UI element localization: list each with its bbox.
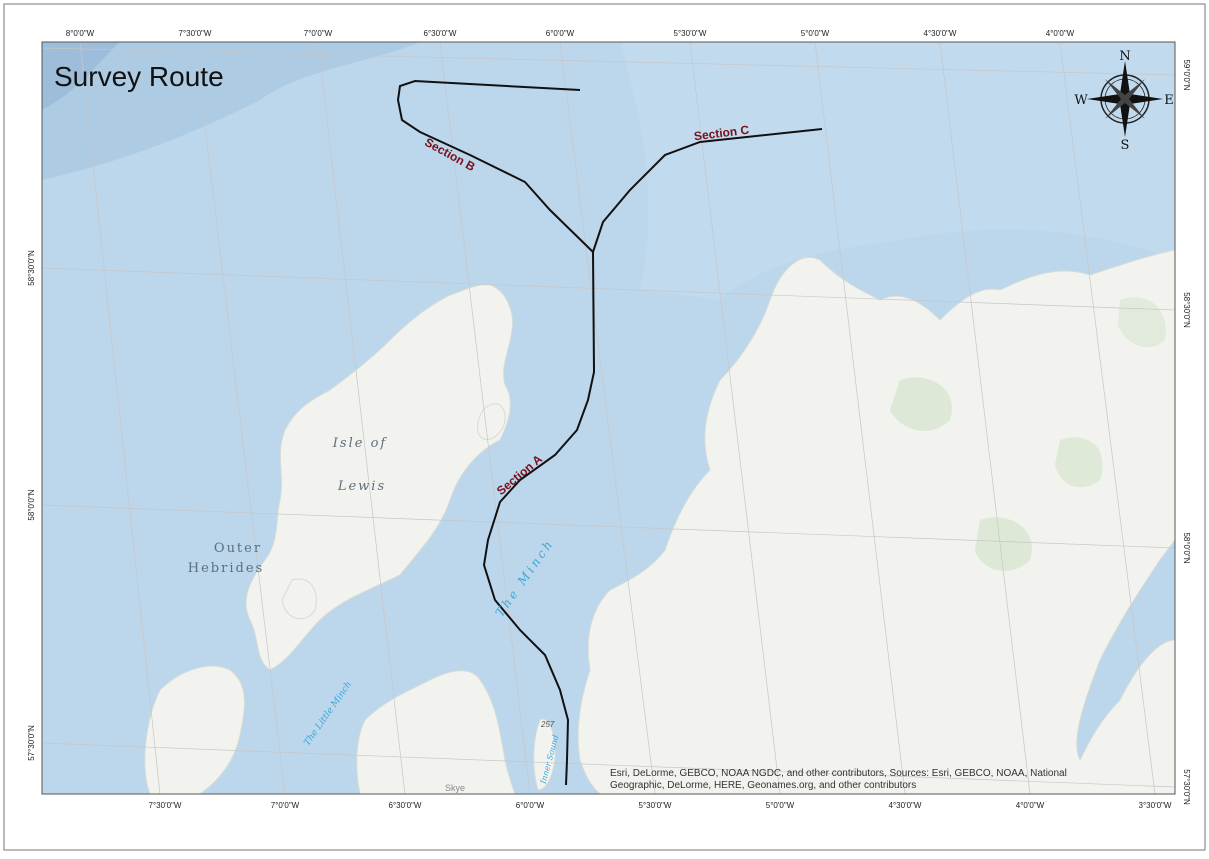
right-tick: 59°0'0"N <box>1182 59 1191 90</box>
bottom-tick: 4°0'0"W <box>1016 801 1045 810</box>
top-tick-labels: 8°0'0"W 7°30'0"W 7°0'0"W 6°30'0"W 6°0'0"… <box>66 29 1075 38</box>
section-c-label: Section C <box>693 123 750 144</box>
top-tick: 8°0'0"W <box>66 29 95 38</box>
map-canvas[interactable]: Section B Section C Section A Isle of Le… <box>42 42 1175 794</box>
compass-south: S <box>1121 138 1130 153</box>
right-tick: 57°30'0"N <box>1182 769 1191 805</box>
bottom-tick: 3°30'0"W <box>1139 801 1172 810</box>
isle-of-lewis <box>245 284 514 671</box>
isle-of-lewis-label-2: Lewis <box>337 479 386 494</box>
graticule <box>42 42 1175 794</box>
mainland-scotland <box>577 249 1175 794</box>
bottom-tick: 7°30'0"W <box>149 801 182 810</box>
left-tick: 58°30'0"N <box>27 250 36 286</box>
isle-of-lewis-label-1: Isle of <box>332 436 388 451</box>
bottom-tick: 6°30'0"W <box>389 801 422 810</box>
compass-rose-icon: N S E W <box>1074 49 1173 153</box>
vegetation-patch <box>975 517 1032 571</box>
deep-sea-area <box>42 42 420 180</box>
outer-hebrides-label-1: Outer <box>214 541 262 556</box>
top-tick: 6°0'0"W <box>546 29 575 38</box>
top-tick: 4°0'0"W <box>1046 29 1075 38</box>
depth-label: 257 <box>540 720 555 729</box>
bottom-tick: 4°30'0"W <box>889 801 922 810</box>
bottom-tick: 5°30'0"W <box>639 801 672 810</box>
top-tick: 7°0'0"W <box>304 29 333 38</box>
bottom-tick: 7°0'0"W <box>271 801 300 810</box>
map-title: Survey Route <box>54 61 224 92</box>
top-tick: 5°0'0"W <box>801 29 830 38</box>
left-tick-labels: 58°30'0"N 58°0'0"N 57°30'0"N <box>27 250 36 761</box>
map-border <box>41 41 1176 795</box>
skye-label: Skye <box>445 783 465 793</box>
top-tick: 7°30'0"W <box>179 29 212 38</box>
route-section-c <box>592 128 823 253</box>
route-section-a <box>482 251 596 786</box>
right-tick: 58°30'0"N <box>1182 292 1191 328</box>
top-tick: 4°30'0"W <box>924 29 957 38</box>
survey-route <box>396 79 823 786</box>
top-tick: 5°30'0"W <box>674 29 707 38</box>
right-tick: 58°0'0"N <box>1182 532 1191 563</box>
bottom-tick-labels: 7°30'0"W 7°0'0"W 6°30'0"W 6°0'0"W 5°30'0… <box>149 801 1172 810</box>
vegetation-patch <box>1055 437 1103 488</box>
page-border <box>3 3 1206 851</box>
compass-west: W <box>1074 93 1088 108</box>
left-tick: 57°30'0"N <box>27 725 36 761</box>
attribution-line-2: Geographic, DeLorme, HERE, Geonames.org,… <box>610 780 916 791</box>
isle-of-skye <box>356 670 516 794</box>
attribution-line-1: Esri, DeLorme, GEBCO, NOAA NGDC, and oth… <box>610 768 1067 779</box>
compass-east: E <box>1164 93 1174 108</box>
compass-north: N <box>1119 49 1130 64</box>
top-tick: 6°30'0"W <box>424 29 457 38</box>
outer-hebrides-south <box>144 665 245 794</box>
route-section-b <box>396 79 594 253</box>
outer-hebrides-label-2: Hebrides <box>188 561 264 576</box>
island <box>281 578 317 620</box>
shelf-area <box>620 42 1175 300</box>
right-tick-labels: 59°0'0"N 58°30'0"N 58°0'0"N 57°30'0"N <box>1182 59 1191 805</box>
left-tick: 58°0'0"N <box>27 489 36 520</box>
moray-firth <box>1100 560 1175 702</box>
bottom-tick: 6°0'0"W <box>516 801 545 810</box>
bottom-tick: 5°0'0"W <box>766 801 795 810</box>
vegetation-patch <box>890 377 952 431</box>
deep-sea-corner <box>42 42 120 110</box>
isle-of-raasay <box>533 718 556 791</box>
vegetation-patch <box>1118 297 1166 348</box>
